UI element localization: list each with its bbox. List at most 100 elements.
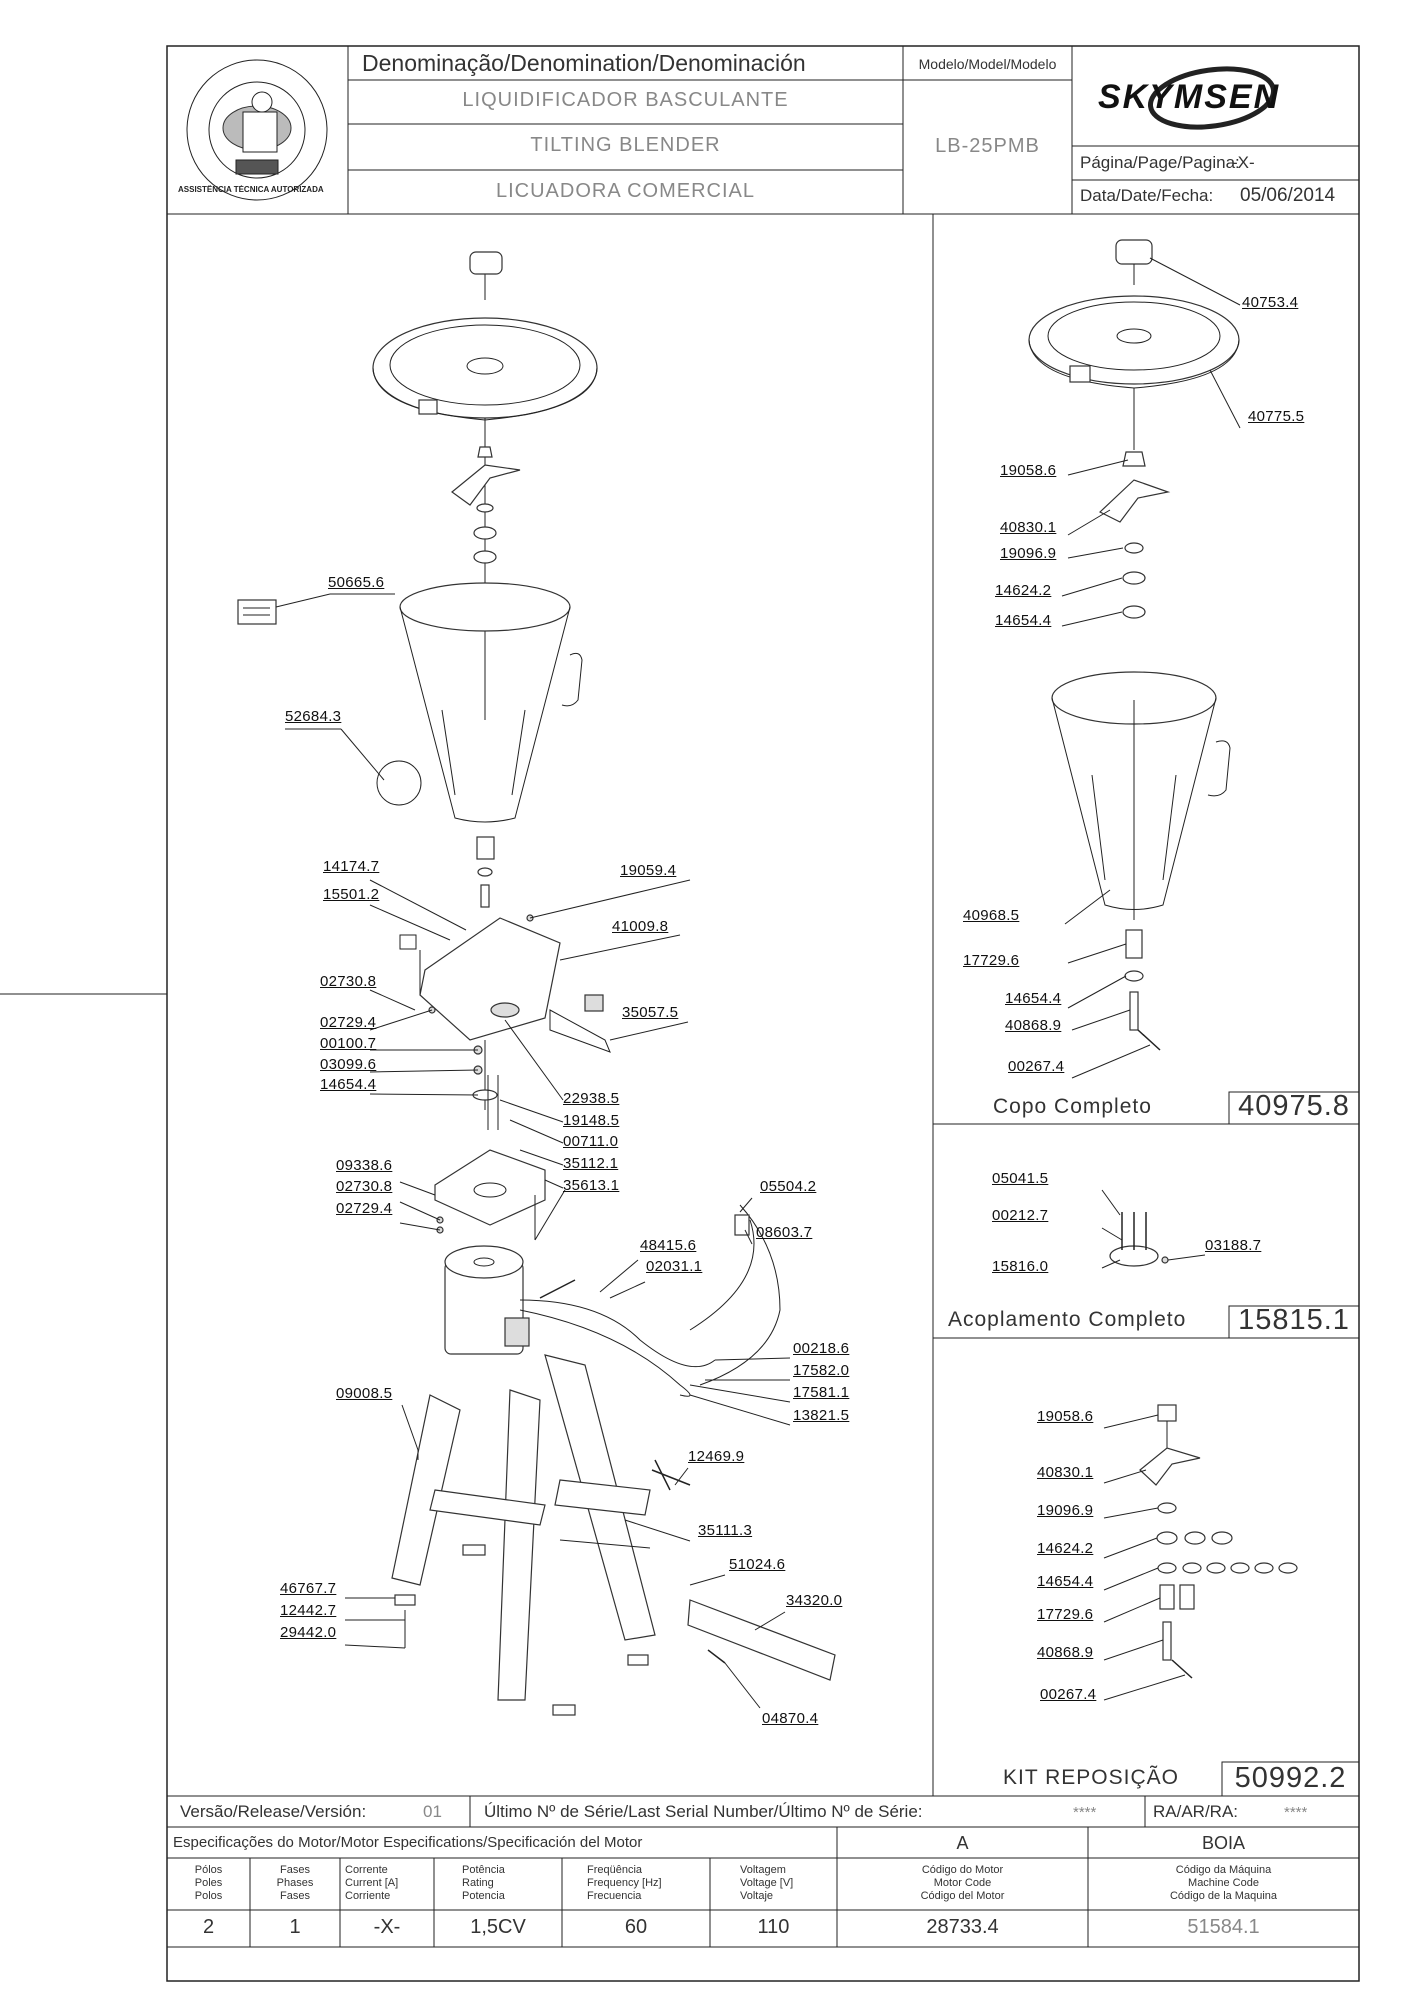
part-label[interactable]: 35111.3 <box>698 1522 753 1539</box>
leader-lines <box>275 257 1241 1709</box>
part-label[interactable]: 40868.9 <box>1005 1017 1062 1034</box>
part-label[interactable]: 02730.8 <box>336 1178 393 1195</box>
part-label[interactable]: 08603.7 <box>756 1224 813 1241</box>
part-label[interactable]: 34320.0 <box>786 1592 843 1609</box>
part-label[interactable]: 52684.3 <box>285 708 342 725</box>
part-label[interactable]: 35112.1 <box>563 1155 619 1172</box>
part-label[interactable]: 40868.9 <box>1037 1644 1094 1661</box>
part-label[interactable]: 51024.6 <box>729 1556 786 1573</box>
assistencia-seal-logo <box>186 59 328 201</box>
part-label[interactable]: 14654.4 <box>320 1076 377 1093</box>
kit-code: 50992.2 <box>1234 1762 1347 1794</box>
part-label[interactable]: 03188.7 <box>1205 1237 1262 1254</box>
part-label[interactable]: 40775.5 <box>1248 408 1305 425</box>
page-label: Página/Page/Pagina: <box>1080 153 1240 172</box>
part-label[interactable]: 02729.4 <box>320 1014 377 1031</box>
part-label[interactable]: 29442.0 <box>280 1624 337 1641</box>
part-label[interactable]: 46767.7 <box>280 1580 337 1597</box>
part-label[interactable]: 14624.2 <box>1037 1540 1094 1557</box>
part-label[interactable]: 00711.0 <box>563 1133 619 1150</box>
part-label[interactable]: 14654.4 <box>1005 990 1062 1007</box>
part-label[interactable]: 02730.8 <box>320 973 377 990</box>
part-label[interactable]: 19096.9 <box>1000 545 1057 562</box>
part-label[interactable]: 00267.4 <box>1040 1686 1097 1703</box>
part-label[interactable]: 40968.5 <box>963 907 1020 924</box>
part-label[interactable]: 04870.4 <box>762 1710 819 1727</box>
part-label[interactable]: 50665.6 <box>328 574 385 591</box>
part-label[interactable]: 02729.4 <box>336 1200 393 1217</box>
part-label[interactable]: 17729.6 <box>963 952 1020 969</box>
acoplamento-title: Acoplamento Completo <box>948 1308 1187 1331</box>
release-label: Versão/Release/Versión: <box>180 1802 367 1821</box>
date-label: Data/Date/Fecha: <box>1080 186 1214 205</box>
spec-value-phases: 1 <box>289 1916 301 1938</box>
denomination-label: Denominação/Denomination/Denominación <box>362 50 806 76</box>
acoplamento-drawing <box>1109 1212 1169 1267</box>
part-label[interactable]: 02031.1 <box>646 1258 703 1275</box>
part-label[interactable]: 14624.2 <box>995 582 1052 599</box>
part-label[interactable]: 14654.4 <box>995 612 1052 629</box>
kit-drawing <box>1139 1404 1298 1679</box>
part-label[interactable]: 03099.6 <box>320 1056 377 1073</box>
brand-name: SKYMSEN <box>1098 78 1281 116</box>
part-label[interactable]: 00100.7 <box>320 1035 377 1052</box>
copo-title: Copo Completo <box>993 1095 1152 1118</box>
part-label[interactable]: 14174.7 <box>323 858 380 875</box>
part-label[interactable]: 41009.8 <box>612 918 669 935</box>
copo-assembly-drawing <box>1028 239 1240 1051</box>
part-label[interactable]: 14654.4 <box>1037 1573 1094 1590</box>
page-value: -X- <box>1232 153 1255 172</box>
part-label[interactable]: 00267.4 <box>1008 1058 1065 1075</box>
part-label[interactable]: 22938.5 <box>563 1090 620 1107</box>
part-label[interactable]: 15816.0 <box>992 1258 1049 1275</box>
part-label[interactable]: 05504.2 <box>760 1178 817 1195</box>
part-label[interactable]: 19059.4 <box>620 862 677 879</box>
spec-value-motor-code: 28733.4 <box>926 1916 999 1938</box>
part-label[interactable]: 00212.7 <box>992 1207 1049 1224</box>
model-value: LB-25PMB <box>935 135 1040 157</box>
part-label[interactable]: 40830.1 <box>1000 519 1057 536</box>
part-label[interactable]: 00218.6 <box>793 1340 850 1357</box>
motor-spec-label: Especificações do Motor/Motor Especifica… <box>173 1834 643 1851</box>
part-label[interactable]: 35613.1 <box>563 1177 620 1194</box>
part-label[interactable]: 12469.9 <box>688 1448 745 1465</box>
part-label[interactable]: 13821.5 <box>793 1407 850 1424</box>
part-label[interactable]: 09338.6 <box>336 1157 393 1174</box>
product-name-en: TILTING BLENDER <box>530 134 721 156</box>
col-a-header: A <box>956 1833 969 1853</box>
part-label[interactable]: 35057.5 <box>622 1004 679 1021</box>
part-label[interactable]: 48415.6 <box>640 1237 697 1254</box>
part-label[interactable]: 19058.6 <box>1000 462 1057 479</box>
part-label[interactable]: 15501.2 <box>323 886 380 903</box>
part-label[interactable]: 12442.7 <box>280 1602 337 1619</box>
part-label[interactable]: 09008.5 <box>336 1385 393 1402</box>
spec-value-voltage: 110 <box>757 1916 790 1938</box>
kit-title: KIT REPOSIÇÃO <box>1003 1766 1179 1789</box>
ra-label: RA/AR/RA: <box>1153 1802 1239 1821</box>
part-label[interactable]: 17729.6 <box>1037 1606 1094 1623</box>
product-name-pt: LIQUIDIFICADOR BASCULANTE <box>462 89 789 111</box>
date-value: 05/06/2014 <box>1240 185 1336 206</box>
part-label[interactable]: 17582.0 <box>793 1362 850 1379</box>
seal-text: ASSISTÊNCIA TÉCNICA AUTORIZADA <box>178 185 324 194</box>
part-label[interactable]: 19148.5 <box>563 1112 620 1129</box>
part-label[interactable]: 40830.1 <box>1037 1464 1094 1481</box>
ra-value: **** <box>1284 1804 1308 1821</box>
part-label[interactable]: 19096.9 <box>1037 1502 1094 1519</box>
spec-value-rating: 1,5CV <box>470 1916 526 1938</box>
part-label[interactable]: 05041.5 <box>992 1170 1049 1187</box>
part-label[interactable]: 17581.1 <box>793 1384 850 1401</box>
serial-label: Último Nº de Série/Last Serial Number/Úl… <box>484 1802 923 1821</box>
part-label[interactable]: 40753.4 <box>1242 294 1299 311</box>
release-value: 01 <box>423 1802 442 1821</box>
spec-value-machine-code: 51584.1 <box>1187 1916 1260 1938</box>
part-label[interactable]: 19058.6 <box>1037 1408 1094 1425</box>
